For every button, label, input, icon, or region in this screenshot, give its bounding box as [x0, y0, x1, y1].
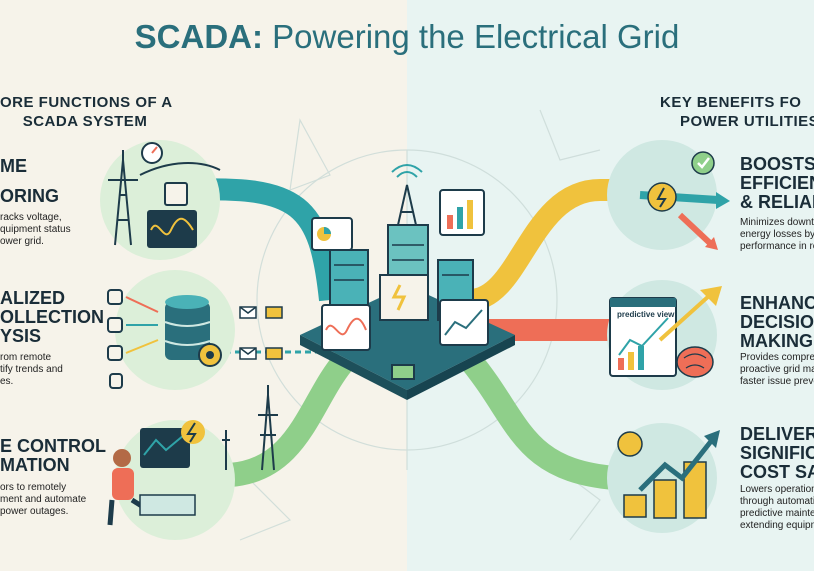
left-heading-line2: SCADA SYSTEM	[22, 113, 148, 130]
control-desc-line2: ment and automate	[0, 494, 87, 505]
control-heading-line2: MATION	[0, 455, 70, 475]
efficiency-heading-line2: EFFICIENC	[740, 173, 814, 193]
yellow-flow-band	[468, 179, 640, 311]
monitoring-heading-line2: ORING	[0, 186, 60, 206]
trend-up-arrow-icon	[658, 286, 722, 342]
screen-linechart-icon	[439, 299, 489, 346]
title-rest: Powering the Electrical Grid	[262, 18, 680, 55]
coin-stacks-icon	[623, 461, 707, 519]
central-chip-icon	[379, 274, 429, 321]
data-collection-desc-line1: rom remote	[0, 352, 52, 363]
data-collection-desc-line2: tify trends and	[0, 364, 63, 375]
cost-heading-line3: COST SAV	[740, 462, 814, 482]
data-collection-heading-line1: ALIZED	[0, 288, 65, 308]
predictive-view-screen	[609, 297, 677, 377]
efficiency-heading-line3: & RELIABI	[740, 192, 814, 212]
monitoring-desc-line1: racks voltage,	[0, 212, 62, 223]
gauge-icon	[141, 142, 163, 164]
decision-description: Provides compreh proactive grid ma faste…	[740, 352, 814, 388]
cost-desc-line3: predictive mainte	[740, 508, 814, 519]
decision-desc-line2: proactive grid ma	[740, 364, 814, 375]
page-title: SCADA: Powering the Electrical Grid	[0, 18, 814, 56]
data-collection-heading: ALIZED OLLECTION YSIS	[0, 289, 104, 346]
screen-piechart-icon	[311, 217, 353, 251]
hub-module-icon	[391, 364, 415, 380]
green-flow-band-left	[228, 352, 355, 487]
left-heading-line1: ORE FUNCTIONS OF A	[0, 94, 173, 111]
gear-icon	[198, 343, 222, 367]
antenna-tower-icon	[391, 164, 423, 226]
control-heading: E CONTROL MATION	[0, 437, 106, 475]
cost-heading-line2: SIGNIFICA	[740, 443, 814, 463]
efficiency-description: Minimizes downt energy losses by perform…	[740, 217, 814, 253]
growth-arrow-icon	[638, 430, 720, 492]
decision-heading-line2: DECISION	[740, 312, 814, 332]
decision-desc-line3: faster issue preve	[740, 376, 814, 387]
screen-waveform-icon	[321, 304, 371, 351]
dollar-coin-icon	[617, 431, 643, 457]
teal-flow-band	[184, 178, 341, 302]
screen-barchart-icon	[439, 189, 485, 236]
title-bold: SCADA:	[134, 18, 263, 55]
efficiency-heading: BOOSTS EFFICIENC & RELIABI	[740, 155, 814, 212]
sensor-icons	[107, 289, 123, 389]
efficiency-heading-line1: BOOSTS	[740, 154, 814, 174]
predictive-view-label: predictive view	[617, 310, 675, 319]
workstation-monitor-icon	[139, 428, 196, 516]
arrows-icon	[125, 296, 159, 354]
meter-icon	[164, 182, 188, 206]
left-section-heading: ORE FUNCTIONS OF A SCADA SYSTEM	[0, 93, 173, 131]
cost-desc-line4: extending equipm	[740, 520, 814, 531]
efficiency-desc-line2: energy losses by	[740, 229, 814, 240]
control-desc-line3: power outages.	[0, 506, 69, 517]
decision-heading: ENHANCE DECISION MAKING	[740, 294, 814, 351]
monitor-waveform-icon	[147, 210, 197, 248]
monitoring-heading: ME	[0, 157, 27, 176]
decision-heading-line3: MAKING	[740, 331, 813, 351]
data-collection-description: rom remote tify trends and es.	[0, 352, 63, 388]
lightning-bolt-icon	[181, 420, 205, 444]
brain-icon	[676, 346, 714, 378]
data-collection-heading-line3: YSIS	[0, 326, 42, 346]
envelope-icons	[239, 306, 283, 360]
decision-desc-line1: Provides compreh	[740, 352, 814, 363]
monitoring-desc-line3: ower grid.	[0, 236, 44, 247]
green-flow-band-right	[460, 352, 617, 490]
utility-pole-icon	[222, 385, 278, 471]
data-collection-heading-line2: OLLECTION	[0, 307, 104, 327]
right-section-heading: KEY BENEFITS FO POWER UTILITIES	[660, 93, 814, 131]
right-heading-line2: POWER UTILITIES	[680, 113, 814, 130]
control-desc-line1: ors to remotely	[0, 482, 67, 493]
checkmark-icon	[691, 151, 715, 175]
monitoring-desc-line2: quipment status	[0, 224, 71, 235]
decision-heading-line1: ENHANCE	[740, 293, 814, 313]
efficiency-desc-line3: performance in re	[740, 241, 814, 252]
control-heading-line1: E CONTROL	[0, 436, 106, 456]
monitoring-description: racks voltage, quipment status ower grid…	[0, 212, 71, 248]
monitoring-heading-line1: ME	[0, 156, 27, 176]
cost-description: Lowers operation through automati predic…	[740, 484, 814, 532]
right-heading-line1: KEY BENEFITS FO	[660, 94, 802, 111]
monitoring-heading-b: ORING	[0, 187, 59, 206]
efficiency-desc-line1: Minimizes downt	[740, 217, 814, 228]
cost-desc-line2: through automati	[740, 496, 814, 507]
cost-desc-line1: Lowers operation	[740, 484, 814, 495]
transmission-tower-icon	[108, 150, 221, 246]
control-description: ors to remotely ment and automate power …	[0, 482, 86, 518]
data-collection-desc-line3: es.	[0, 376, 14, 387]
efficiency-arrows-icon	[639, 182, 730, 250]
database-icon	[164, 295, 211, 360]
